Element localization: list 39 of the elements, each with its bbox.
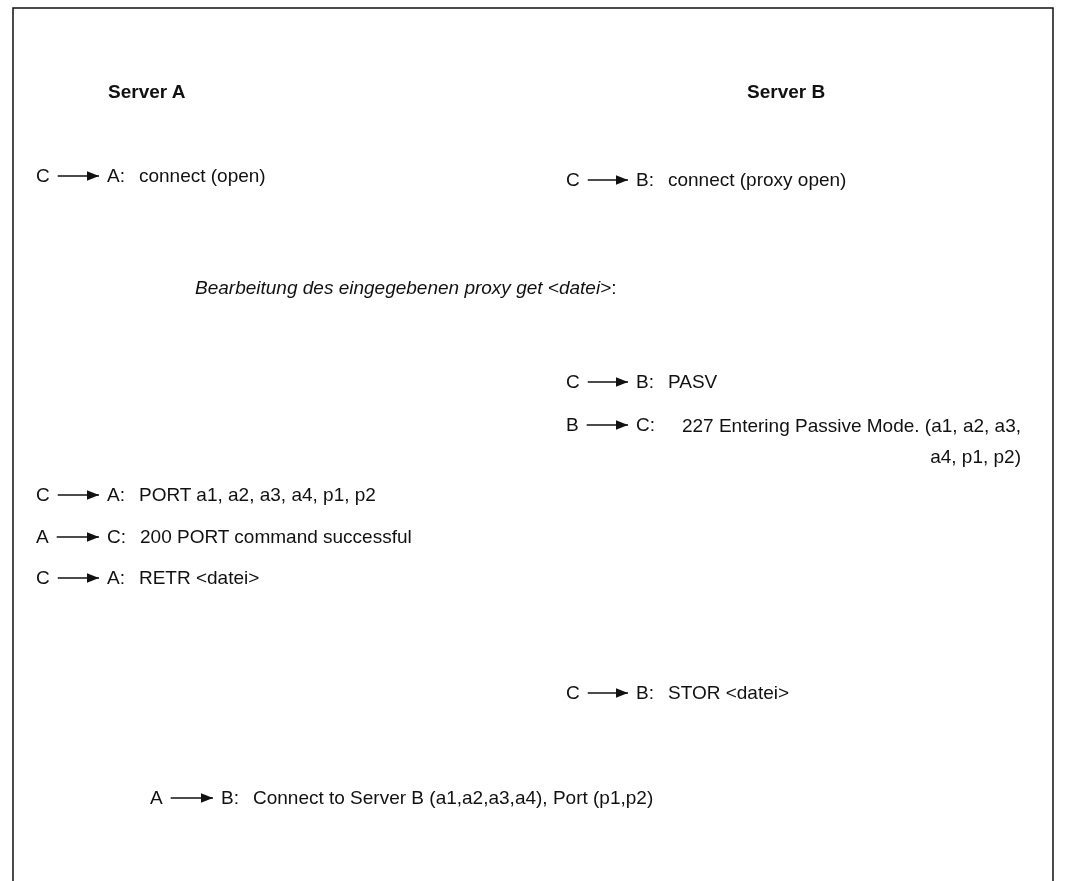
column-heading: Server A (108, 80, 186, 104)
actor-letter: C (566, 370, 580, 394)
actor-letter: B (566, 413, 579, 437)
actor-letter: C: (636, 413, 655, 437)
arrow (587, 377, 629, 387)
actor-letter: A (150, 786, 163, 810)
arrow (57, 573, 100, 583)
message-text: Connect to Server B (a1,a2,a3,a4), Port (p1,p2) (252, 786, 654, 810)
arrow (169, 793, 214, 803)
actor-letter: B: (636, 168, 654, 192)
actor-letter: B: (636, 681, 654, 705)
arrow (587, 175, 629, 185)
arrow (587, 688, 629, 698)
arrow (585, 420, 629, 430)
actor-letter: C (36, 483, 50, 507)
actor-letter: C (36, 566, 50, 590)
actor-letter: C (36, 164, 50, 188)
arrow (55, 532, 100, 542)
message-text: connect (open) (138, 164, 266, 188)
actor-letter: A: (107, 566, 125, 590)
message-text: STOR <datei> (667, 681, 790, 705)
actor-letter: A (36, 525, 49, 549)
actor-letter: B: (636, 370, 654, 394)
message-text: PORT a1, a2, a3, a4, p1, p2 (138, 483, 376, 507)
actor-letter: B: (221, 786, 239, 810)
actor-letter: A: (107, 483, 125, 507)
actor-letter: C: (107, 525, 126, 549)
column-heading: Server B (747, 80, 826, 104)
message-text: 227 Entering Passive Mode. (a1, a2, a3, a4, p1, p2) (680, 414, 1021, 469)
message-text: connect (proxy open) (667, 168, 847, 192)
message-text: RETR <datei> (138, 566, 260, 590)
arrow (57, 490, 100, 500)
arrow (57, 171, 100, 181)
actor-letter: C (566, 681, 580, 705)
section-note: Bearbeitung des eingegebenen proxy get <datei>: (195, 276, 617, 300)
message-text: PASV (667, 370, 718, 394)
message-text: 200 PORT command successful (140, 525, 412, 549)
actor-letter: A: (107, 164, 125, 188)
actor-letter: C (566, 168, 580, 192)
